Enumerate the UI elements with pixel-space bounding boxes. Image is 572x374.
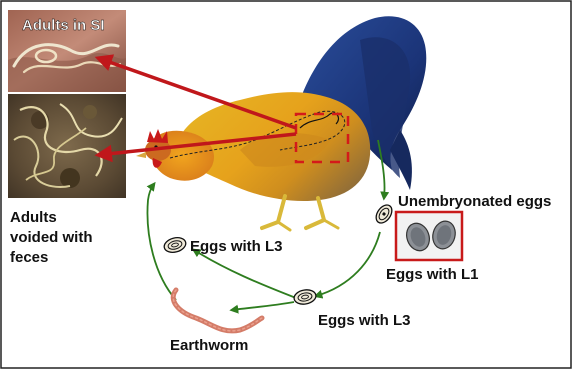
red-arrow-to-adults-in-si	[98, 58, 296, 128]
egg-icon-unembryonated	[373, 202, 395, 226]
photo-label-adults-in-si: Adults in SI	[22, 17, 105, 34]
label-adults-voided: Adults voided with feces	[10, 209, 93, 266]
photo-adults-in-intestine: Adults in SI	[8, 10, 126, 92]
label-unembryonated-eggs: Unembryonated eggs	[398, 193, 551, 210]
egg-icon-l3-left	[163, 235, 188, 254]
label-adults-voided-line2: voided with	[10, 229, 93, 246]
label-eggs-with-l3-right: Eggs with L3	[318, 312, 411, 329]
egg-icon-l3-right	[293, 288, 317, 306]
cycle-arrow-to-earthworm	[232, 302, 294, 310]
cycle-arrow-to-eggs-l3-left	[194, 250, 296, 298]
photo-adults-in-feces	[8, 94, 126, 198]
label-adults-voided-line1: Adults	[10, 209, 57, 226]
cycle-arrow-to-eggs-l3-right	[316, 232, 380, 296]
label-eggs-with-l1: Eggs with L1	[386, 266, 479, 283]
label-adults-voided-line3: feces	[10, 249, 48, 266]
eggs-microscopy-box	[396, 212, 462, 260]
label-earthworm: Earthworm	[170, 337, 248, 354]
earthworm-illustration	[173, 290, 262, 331]
label-eggs-with-l3-left: Eggs with L3	[190, 238, 283, 255]
